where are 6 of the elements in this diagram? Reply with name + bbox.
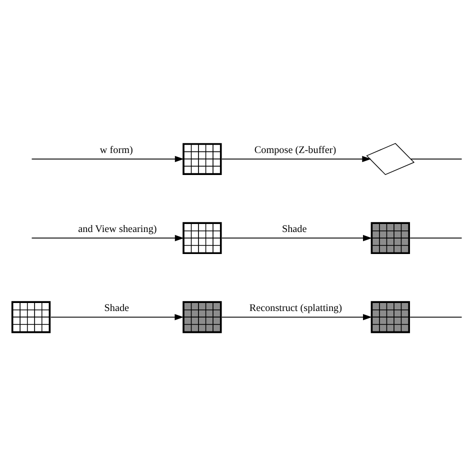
edge-label: and View shearing) [78,224,157,236]
edge-label: Shade [104,303,130,314]
edge-label: Reconstruct (splatting) [249,303,342,314]
edge-label: Compose (Z-buffer) [254,145,336,156]
edge-label: Shade [282,224,307,236]
edge-label: w form) [100,145,133,156]
